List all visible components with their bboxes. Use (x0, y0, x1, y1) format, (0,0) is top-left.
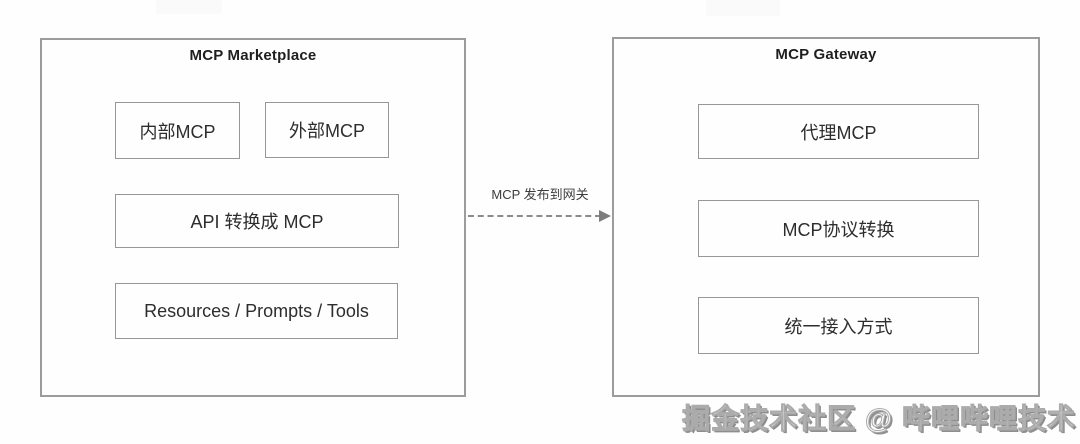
node-proxy-mcp: 代理MCP (698, 104, 979, 159)
faint-artifact-left (156, 0, 222, 14)
arrowhead-right-icon (599, 210, 611, 222)
node-unified-access: 统一接入方式 (698, 297, 979, 354)
dashed-connector-line (468, 215, 601, 217)
marketplace-container-box: MCP Marketplace 内部MCP 外部MCP API 转换成 MCP … (40, 38, 466, 397)
gateway-title: MCP Gateway (775, 46, 877, 63)
gateway-container-box: MCP Gateway 代理MCP MCP协议转换 统一接入方式 (612, 37, 1040, 397)
connection-label: MCP 发布到网关 (491, 187, 589, 202)
node-api-to-mcp: API 转换成 MCP (115, 194, 399, 248)
node-external-mcp: 外部MCP (265, 102, 389, 158)
node-resources-prompts-tools: Resources / Prompts / Tools (115, 283, 398, 339)
watermark-text: 掘金技术社区 @ 哔哩哔哩技术 (682, 403, 1076, 435)
node-mcp-protocol-conversion: MCP协议转换 (698, 200, 979, 257)
node-internal-mcp: 内部MCP (115, 102, 240, 159)
faint-artifact-right (706, 0, 780, 16)
marketplace-title: MCP Marketplace (189, 47, 317, 64)
